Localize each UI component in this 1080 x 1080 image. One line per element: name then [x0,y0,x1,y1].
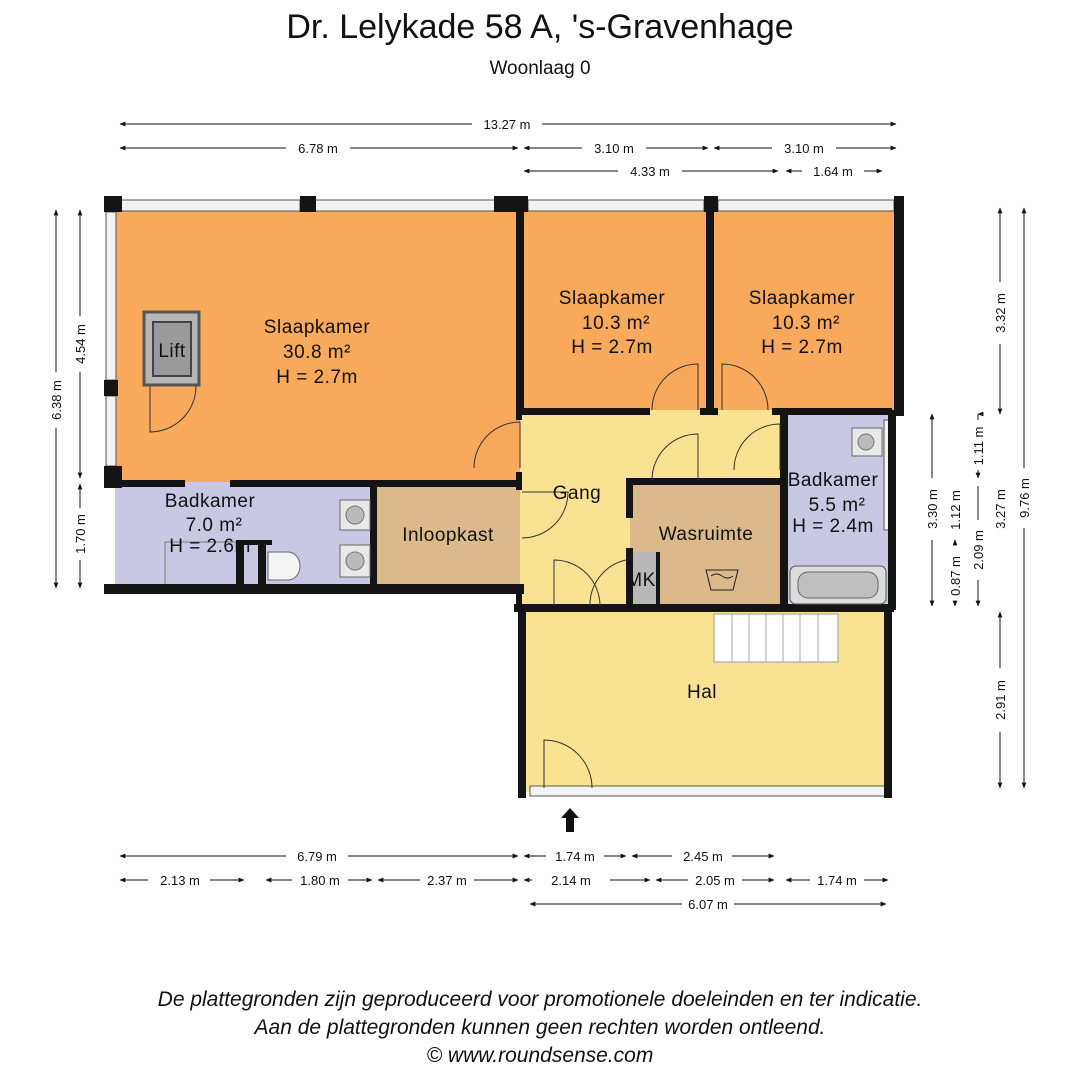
bathroom-2-name: Badkamer [788,470,879,491]
plan-title: Dr. Lelykade 58 A, 's-Gravenhage [286,8,794,46]
walk-in-closet-label: Inloopkast [402,525,494,546]
lift-label: Lift [158,341,186,362]
dim-right-1-12: 1.12 m [948,490,963,530]
bedroom-2-floor [520,206,710,410]
dim-top-bed2: 3.10 m [594,141,634,156]
bedroom-2-name: Slaapkamer [559,288,666,309]
toilet [267,551,301,581]
sink-2 [339,544,371,578]
dim-top-left: 6.78 m [298,141,338,156]
floor-subtitle: Woonlaag 0 [489,58,591,79]
dim-right-2-09: 2.09 m [971,530,986,570]
dim-top-mid: 4.33 m [630,164,670,179]
hall-label: Hal [687,682,717,703]
entrance-arrow-icon [561,808,579,832]
staircase [713,613,839,663]
corridor-label: Gang [553,483,601,504]
meter-cupboard-label: MK [626,570,656,591]
bathroom-2-area: 5.5 m² [809,495,866,516]
bathroom-1-name: Badkamer [165,491,256,512]
walls [104,196,904,798]
lift-car [152,321,192,377]
dim-bottom-b5: 2.05 m [695,873,735,888]
bathroom-1-height: H = 2.6m [169,536,251,557]
master-bedroom-name: Slaapkamer [264,317,371,338]
bathroom-1-area: 7.0 m² [186,515,243,536]
dim-right-1-11: 1.11 m [971,427,986,466]
disclaimer-line-1: De plattegronden zijn geproduceerd voor … [157,988,923,1011]
dim-right-3-27: 3.27 m [993,489,1008,529]
dim-bottom-b1: 2.13 m [160,873,200,888]
dim-top-total: 13.27 m [484,117,531,132]
shower-outline [164,541,236,584]
dim-left-bath: 1.70 m [73,514,88,554]
dim-right-0-87: 0.87 m [948,556,963,596]
bedroom-3-area: 10.3 m² [772,313,840,334]
bedroom-3-name: Slaapkamer [749,288,856,309]
dim-bottom-b6: 1.74 m [817,873,857,888]
bathroom-1-floor [115,482,375,588]
dim-bottom-b3: 2.37 m [427,873,467,888]
copyright-line: © www.roundsense.com [426,1044,654,1067]
dim-right-bedrooms: 3.32 m [993,293,1008,333]
dim-bottom-left: 6.79 m [297,849,337,864]
dim-bottom-gang: 1.74 m [555,849,595,864]
bedroom-2-area: 10.3 m² [582,313,650,334]
dim-right-total: 9.76 m [1017,478,1032,518]
bathroom-2-height: H = 2.4m [792,516,874,537]
windows [105,199,895,797]
dim-top-right: 1.64 m [813,164,853,179]
disclaimer: De plattegronden zijn geproduceerd voor … [0,986,1080,1070]
dim-left-total: 6.38 m [49,380,64,420]
laundry-label: Wasruimte [659,524,754,545]
dim-left-master: 4.54 m [73,324,88,364]
dimension-labels: 13.27 m 6.78 m 3.10 m 3.10 m 4.33 m 1.64… [49,117,1032,912]
dim-bottom-b2: 1.80 m [300,873,340,888]
master-bedroom-area: 30.8 m² [283,342,351,363]
bedroom-3-floor [710,206,900,410]
fixtures [164,427,887,663]
dim-bottom-hal: 6.07 m [688,897,728,912]
dim-right-bath2: 3.30 m [925,489,940,529]
master-bedroom-height: H = 2.7m [276,367,358,388]
laundry-symbol [705,569,739,591]
dim-right-hal: 2.91 m [993,680,1008,720]
dimension-lines [53,121,1027,907]
disclaimer-line-2: Aan de plattegronden kunnen geen rechten… [254,1016,826,1039]
bedroom-3-height: H = 2.7m [761,337,843,358]
dim-top-bed3: 3.10 m [784,141,824,156]
bedroom-2-height: H = 2.7m [571,337,653,358]
doors [149,363,781,789]
walk-in-closet-floor [375,482,520,588]
dim-bottom-laundry: 2.45 m [683,849,723,864]
dim-bottom-b4: 2.14 m [551,873,591,888]
